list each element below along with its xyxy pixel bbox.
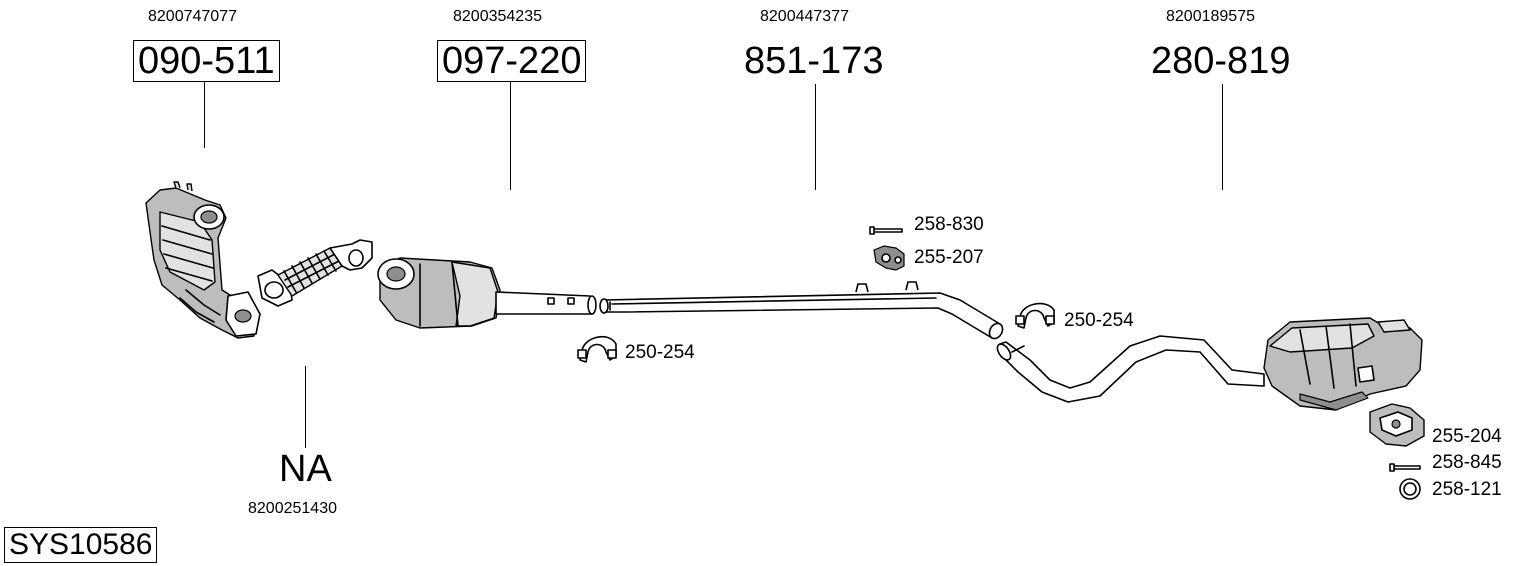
clamp-icon — [577, 335, 617, 363]
leader-line-part-5 — [305, 366, 306, 448]
hardware-label-250-254-rear[interactable]: 250-254 — [1064, 310, 1134, 331]
part-number-5[interactable]: NA — [279, 448, 332, 490]
oem-number-part-4: 8200189575 — [1166, 8, 1255, 25]
clamp-icon — [1015, 302, 1055, 329]
bolt-icon — [1389, 463, 1421, 472]
catalytic-converter-illustration — [377, 257, 597, 329]
hardware-label-258-121[interactable]: 258-121 — [1432, 479, 1502, 500]
rear-silencer-illustration — [996, 317, 1423, 411]
ring-gasket-icon — [1399, 478, 1421, 500]
hardware-label-258-830[interactable]: 258-830 — [914, 214, 984, 235]
intermediate-pipe-illustration — [599, 281, 1004, 340]
part-number-3[interactable]: 851-173 — [744, 40, 884, 82]
hardware-label-255-207[interactable]: 255-207 — [914, 247, 984, 268]
flex-pipe-illustration — [257, 239, 373, 307]
leader-line-part-4 — [1222, 84, 1223, 190]
bracket-icon — [1369, 403, 1425, 447]
system-code-label: SYS10586 — [4, 527, 158, 563]
oem-number-part-1: 8200747077 — [148, 8, 237, 25]
rubber-mount-icon — [873, 245, 905, 271]
leader-line-part-2 — [510, 82, 511, 190]
oem-number-part-5: 8200251430 — [248, 500, 337, 517]
part-number-2-boxed[interactable]: 097-220 — [437, 40, 587, 82]
part-number-4[interactable]: 280-819 — [1151, 40, 1291, 82]
hardware-label-250-254-front[interactable]: 250-254 — [625, 342, 695, 363]
leader-line-part-1 — [204, 82, 205, 148]
part-number-1-boxed[interactable]: 090-511 — [133, 40, 280, 82]
leader-line-part-3 — [815, 84, 816, 190]
oem-number-part-3: 8200447377 — [760, 8, 849, 25]
hardware-label-255-204[interactable]: 255-204 — [1432, 426, 1502, 447]
oem-number-part-2: 8200354235 — [453, 8, 542, 25]
exhaust-manifold-catalyst-illustration — [145, 181, 261, 339]
bolt-icon — [869, 226, 903, 235]
hardware-label-258-845[interactable]: 258-845 — [1432, 452, 1502, 473]
